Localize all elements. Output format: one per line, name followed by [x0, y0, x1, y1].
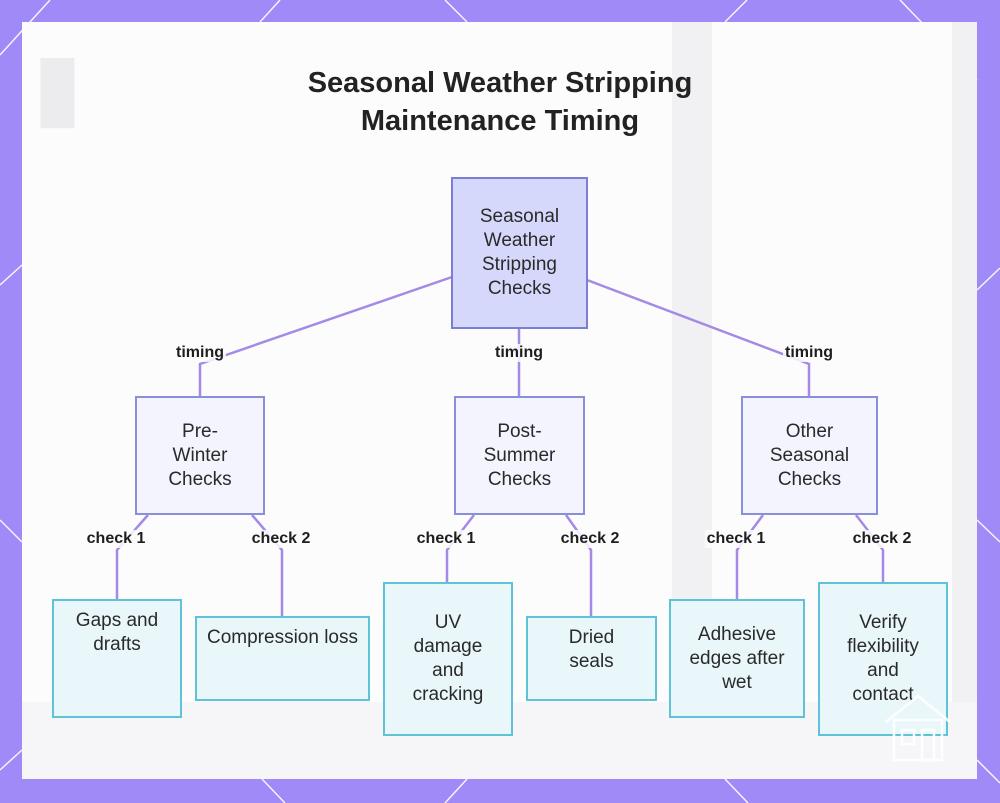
- connector-pre-winter-check1: [115, 514, 149, 599]
- root-node: Seasonal Weather Stripping Checks: [451, 177, 588, 329]
- title-line-2: Maintenance Timing: [360, 105, 640, 137]
- group-node-post-summer: Post-Summer Checks: [454, 396, 585, 515]
- background-blur-shape: [952, 22, 977, 779]
- connector-other-check2: [855, 514, 885, 583]
- leaf-node-label: Gaps and drafts: [75, 610, 159, 655]
- edge-label-check1-pre-winter: check 1: [84, 530, 148, 548]
- edge-label-timing-other: timing: [783, 344, 835, 362]
- connector-pre-winter-check2: [251, 514, 284, 616]
- edge-label-check1-post-summer: check 1: [414, 530, 478, 548]
- leaf-node-verify-flexibility: Verify flexibility and contact: [818, 582, 948, 736]
- edge-label-timing-post-summer: timing: [493, 344, 545, 362]
- connector-root-pre-winter: [198, 275, 453, 397]
- edge-label-check2-post-summer: check 2: [558, 530, 622, 548]
- edge-label-check1-other: check 1: [704, 530, 768, 548]
- leaf-node-label: Dried seals: [568, 627, 615, 672]
- diagram-title: Seasonal Weather Stripping Maintenance T…: [0, 64, 1000, 140]
- group-node-label: Other Seasonal Checks: [769, 420, 850, 490]
- root-node-label: Seasonal Weather Stripping Checks: [479, 206, 560, 299]
- group-node-label: Pre-Winter Checks: [168, 420, 232, 490]
- leaf-node-label: Compression loss: [207, 627, 358, 648]
- leaf-node-adhesive-edges: Adhesive edges after wet: [669, 599, 805, 718]
- connector-post-summer-check1: [445, 514, 475, 583]
- leaf-node-gaps-and-drafts: Gaps and drafts: [52, 599, 182, 718]
- leaf-node-compression-loss: Compression loss: [195, 616, 370, 701]
- house-logo-icon: [885, 694, 951, 762]
- leaf-node-label: UV damage and cracking: [412, 612, 484, 705]
- group-node-pre-winter: Pre-Winter Checks: [135, 396, 265, 515]
- group-node-other: Other Seasonal Checks: [741, 396, 878, 515]
- group-node-label: Post-Summer Checks: [483, 420, 556, 490]
- edge-label-timing-pre-winter: timing: [174, 344, 226, 362]
- connector-post-summer-check2: [564, 514, 593, 616]
- connector-root-other: [586, 278, 811, 397]
- leaf-node-label: Verify flexibility and contact: [847, 612, 919, 705]
- leaf-node-dried-seals: Dried seals: [526, 616, 657, 701]
- title-line-1: Seasonal Weather Stripping: [307, 67, 693, 99]
- background-blur-decoration: ▮: [32, 35, 84, 137]
- leaf-node-label: Adhesive edges after wet: [689, 623, 785, 693]
- connector-other-check1: [735, 514, 765, 599]
- leaf-node-uv-damage: UV damage and cracking: [383, 582, 513, 736]
- edge-label-check2-other: check 2: [850, 530, 914, 548]
- edge-label-check2-pre-winter: check 2: [249, 530, 313, 548]
